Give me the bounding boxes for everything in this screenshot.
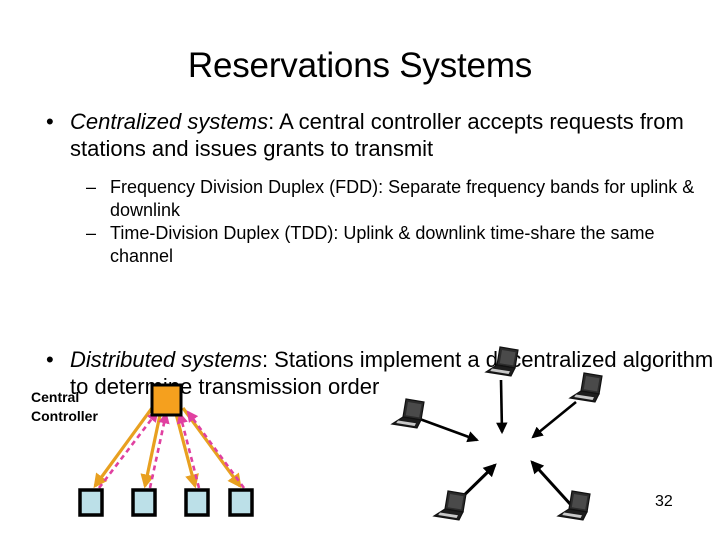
bullet-marker: • (46, 347, 54, 372)
grant-arrows (93, 407, 242, 489)
laptop-icon (569, 372, 603, 403)
central-controller-label: Central Controller (31, 388, 98, 426)
peer-arrows (416, 379, 577, 509)
bullet-body-text: : A central controller accepts requests … (70, 109, 684, 161)
sub-bullet-tdd: –Time-Division Duplex (TDD): Uplink & do… (70, 222, 700, 268)
bullet-distributed-systems: • Distributed systems: Stations implement… (30, 346, 720, 400)
sub-bullet-marker: – (86, 177, 97, 197)
centralized-system-diagram (78, 383, 254, 517)
sub-bullet-text: Time-Division Duplex (TDD): Uplink & dow… (110, 223, 655, 266)
laptop-icon (433, 490, 467, 521)
station-node (78, 488, 104, 517)
central-controller-node (150, 383, 183, 417)
page-number: 32 (655, 493, 673, 510)
station-node (228, 488, 254, 517)
bullet-body-text: : Stations implement a decentralized alg… (70, 347, 714, 399)
page-title: Reservations Systems (187, 46, 533, 85)
distributed-system-diagram (391, 346, 603, 521)
station-node (184, 488, 210, 517)
bullet-emphasis-text: Distributed systems (70, 347, 262, 372)
station-node (131, 488, 157, 517)
sub-bullet-text: Frequency Division Duplex (FDD): Separat… (110, 177, 695, 220)
sub-bullet-fdd: –Frequency Division Duplex (FDD): Separa… (70, 176, 700, 222)
laptop-icon (391, 398, 425, 429)
bullet-centralized-systems: • Centralized systems: A central controll… (30, 108, 720, 162)
sub-bullet-list: –Frequency Division Duplex (FDD): Separa… (70, 176, 700, 268)
request-arrows (97, 410, 246, 489)
laptop-icon (485, 346, 519, 377)
central-controller-label-line1: Central (31, 389, 80, 405)
sub-bullet-marker: – (86, 223, 97, 243)
central-controller-label-line2: Controller (31, 408, 98, 424)
bullet-emphasis-text: Centralized systems (70, 109, 269, 134)
bullet-marker: • (46, 109, 54, 134)
